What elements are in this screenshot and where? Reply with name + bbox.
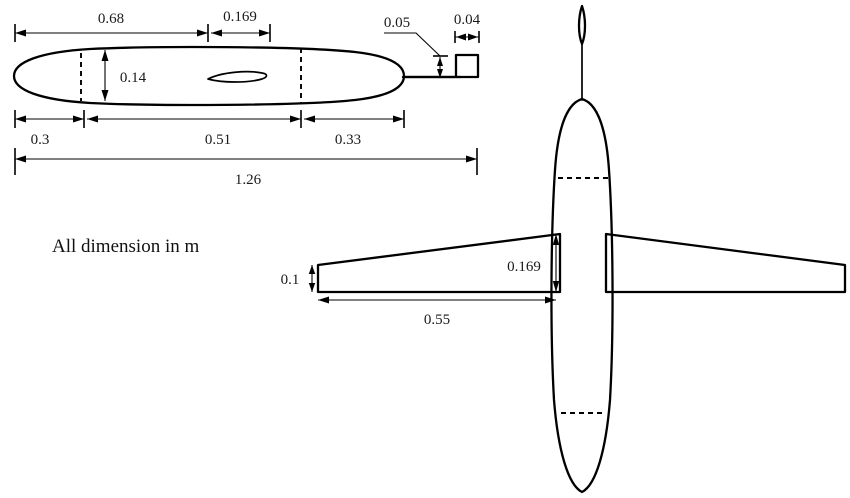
arrow-0-55-left: [318, 296, 329, 304]
dim-label-0-14: 0.14: [120, 70, 147, 86]
dim-label-0-1: 0.1: [281, 272, 300, 288]
top-root-chord-dimension: 0.169: [507, 234, 560, 292]
arrow-0-51-right: [290, 115, 301, 123]
arrow-0-04-right: [468, 33, 478, 41]
arrow-0-169-side-left: [211, 29, 222, 37]
arrow-0-33-left: [304, 115, 315, 123]
top-view: [316, 4, 847, 494]
dim-label-0-05: 0.05: [384, 15, 410, 31]
fuselage-side-outline: [12, 45, 406, 107]
left-wing: [316, 232, 562, 294]
arrow-0-169-top-down: [552, 281, 560, 292]
arrow-0-68-left: [15, 29, 26, 37]
right-wing: [604, 232, 847, 294]
dim-label-0-169-top: 0.169: [507, 259, 541, 275]
dim-label-0-55: 0.55: [424, 312, 450, 328]
side-overall-dimension: 1.26: [14, 148, 478, 188]
tail-box: [454, 53, 480, 79]
wing-airfoil-section: [207, 70, 268, 83]
arrow-0-3-right: [73, 115, 84, 123]
side-view: [12, 45, 480, 107]
dim-label-0-33: 0.33: [335, 132, 361, 148]
dim-label-0-169-side: 0.169: [223, 9, 257, 25]
top-semispan-dimension: 0.55: [318, 296, 556, 328]
arrow-0-169-side-right: [259, 29, 270, 37]
leader-0-05: [384, 32, 441, 57]
dim-label-1-26: 1.26: [235, 172, 262, 188]
arrow-0-3-left: [15, 115, 26, 123]
arrow-0-14-top: [101, 50, 109, 61]
dim-label-0-68: 0.68: [98, 11, 124, 27]
arrow-0-51-left: [87, 115, 98, 123]
note-all-dimension-in-m: All dimension in m: [52, 236, 199, 257]
arrow-0-68-right: [197, 29, 208, 37]
fuselage-top-outline: [550, 97, 614, 494]
arrow-0-14-bottom: [101, 90, 109, 101]
dim-label-0-3: 0.3: [31, 132, 50, 148]
arrow-0-05-bottom: [437, 69, 443, 78]
arrow-0-33-right: [393, 115, 404, 123]
arrow-0-55-right: [545, 296, 556, 304]
side-top-dimension-row: 0.68 0.169: [14, 9, 271, 42]
arrow-0-1-bottom: [308, 283, 316, 292]
arrow-0-169-top-up: [552, 234, 560, 245]
side-bottom-dimension-row: 0.3 0.51 0.33: [14, 110, 405, 148]
arrow-0-05-top: [437, 57, 443, 66]
top-tip-chord-dimension: 0.1: [281, 265, 316, 292]
dim-label-0-51: 0.51: [205, 132, 231, 148]
arrow-0-1-top: [308, 265, 316, 274]
side-height-dimension: 0.14: [101, 50, 147, 101]
arrow-1-26-right: [466, 155, 477, 163]
dim-label-0-04: 0.04: [454, 12, 481, 28]
arrow-0-04-left: [456, 33, 466, 41]
arrow-1-26-left: [15, 155, 26, 163]
vertical-tail-tip: [577, 4, 587, 46]
tail-detail-dimensions: 0.05 0.04: [384, 12, 481, 78]
